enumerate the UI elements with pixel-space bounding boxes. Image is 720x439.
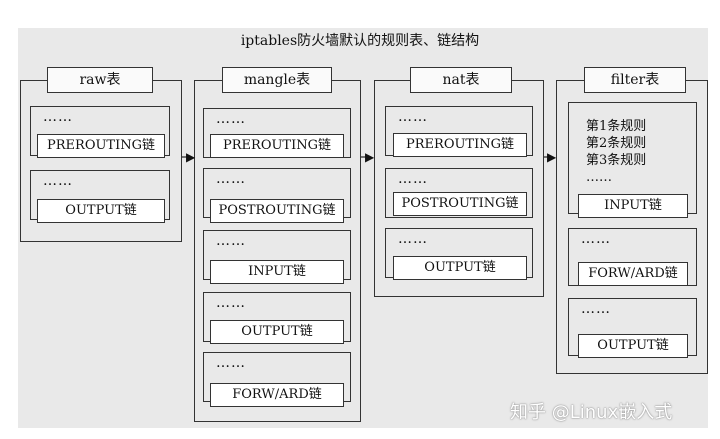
chain-dots: …… <box>43 109 73 125</box>
chain-dots: …… <box>398 109 428 125</box>
watermark: 知乎 @Linux嵌入式 <box>510 402 673 423</box>
chain-dots: …… <box>43 173 73 189</box>
filter-rule-2: 第2条规则 <box>586 136 647 151</box>
table-mangle-label: mangle表 <box>222 67 332 93</box>
arrow-raw-to-mangle-icon: ▶ <box>186 150 196 164</box>
filter-rule-3: 第3条规则 <box>586 153 647 168</box>
table-nat-label: nat表 <box>410 67 512 93</box>
arrow-mangle-to-nat-icon: ▶ <box>365 150 375 164</box>
table-raw-label: raw表 <box>47 67 153 93</box>
chain-dots: …… <box>216 111 246 127</box>
chain-nat-output-label: OUTPUT链 <box>393 256 527 280</box>
table-filter-label: filter表 <box>584 67 686 93</box>
chain-mangle-forward-label: FORW/ARD链 <box>210 383 344 407</box>
chain-dots: …… <box>586 170 612 185</box>
chain-filter-input-label: INPUT链 <box>578 194 688 218</box>
chain-dots: …… <box>581 301 611 317</box>
chain-dots: …… <box>216 295 246 311</box>
chain-mangle-input-label: INPUT链 <box>210 260 344 284</box>
chain-nat-prerouting-label: PREROUTING链 <box>393 133 527 157</box>
chain-dots: …… <box>581 231 611 247</box>
diagram-title: iptables防火墙默认的规则表、链结构 <box>240 33 480 49</box>
chain-raw-output-label: OUTPUT链 <box>37 199 165 223</box>
filter-rule-1: 第1条规则 <box>586 119 647 134</box>
chain-dots: …… <box>216 233 246 249</box>
chain-raw-prerouting-label: PREROUTING链 <box>37 134 165 158</box>
chain-mangle-prerouting-label: PREROUTING链 <box>210 134 344 158</box>
chain-filter-output-label: OUTPUT链 <box>578 334 688 358</box>
chain-filter-forward-label: FORW/ARD链 <box>578 262 688 286</box>
chain-mangle-postrouting-label: POSTROUTING链 <box>210 199 344 223</box>
arrow-nat-to-filter-icon: ▶ <box>547 150 557 164</box>
chain-dots: …… <box>398 231 428 247</box>
chain-dots: …… <box>216 355 246 371</box>
filter-rules-list: 第1条规则 第2条规则 第3条规则 …… <box>586 118 646 186</box>
chain-nat-output: …… <box>385 228 533 278</box>
chain-mangle-output-label: OUTPUT链 <box>210 320 344 344</box>
chain-dots: …… <box>216 171 246 187</box>
chain-nat-postrouting-label: POSTROUTING链 <box>393 192 527 216</box>
chain-dots: …… <box>398 171 428 187</box>
